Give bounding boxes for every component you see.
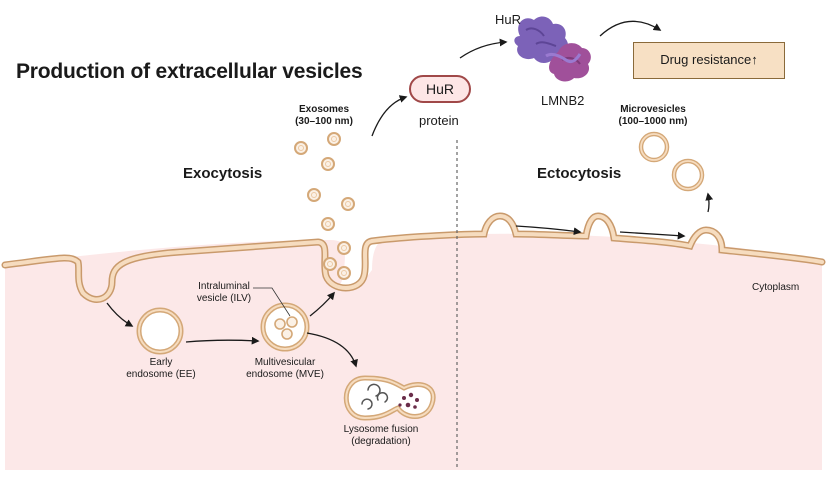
- exosome: [294, 141, 308, 155]
- lmnb2-label: LMNB2: [541, 93, 585, 108]
- mve-label: Multivesicular endosome (MVE): [242, 357, 328, 381]
- ilv-pointer: [253, 287, 291, 317]
- arrow-budding-2: [619, 231, 686, 240]
- process-arrows: [106, 20, 714, 368]
- exosome: [337, 266, 351, 280]
- lysosome-line1: Lysosome fusion: [343, 424, 419, 435]
- hur-lmnb2-complex: [514, 16, 591, 82]
- exosomes-name: Exosomes: [298, 104, 350, 115]
- arrow-microvesicle-release: [705, 192, 714, 213]
- early-endosome-label: Early endosome (EE): [124, 357, 198, 381]
- exosomes-label: Exosomes (30–100 nm): [286, 104, 362, 128]
- microvesicles-size: (100–1000 nm): [618, 116, 688, 127]
- drug-resistance-box: Drug resistance↑: [633, 42, 785, 79]
- exosome: [307, 188, 321, 202]
- ilv-line1: Intraluminal: [198, 281, 250, 292]
- arrow-to-mve: [185, 336, 260, 345]
- mve-line1: Multivesicular: [254, 357, 316, 368]
- exosome: [341, 197, 355, 211]
- exosome: [327, 132, 341, 146]
- early-endosome-line1: Early: [149, 357, 173, 368]
- multivesicular-endosome: [260, 302, 310, 352]
- arrow-budding-1: [515, 225, 582, 236]
- cytoplasm-label: Cytoplasm: [752, 282, 800, 293]
- lysosome-label: Lysosome fusion (degradation): [336, 424, 426, 448]
- arrow-to-drug-resistance: [599, 20, 662, 37]
- arrow-to-hur-complex: [459, 38, 508, 59]
- mve-line2: endosome (MVE): [246, 369, 324, 380]
- exosome: [337, 241, 351, 255]
- ilv-line2: vesicle (ILV): [196, 293, 252, 304]
- lysosome-line2: (degradation): [351, 436, 411, 447]
- early-endosome-line2: endosome (EE): [126, 369, 196, 380]
- exocytosis-label: Exocytosis: [183, 165, 263, 182]
- ilv-label: Intraluminal vesicle (ILV): [192, 281, 256, 305]
- cytoplasm-region: [5, 233, 822, 470]
- early-endosome: [136, 307, 184, 355]
- exosome: [323, 257, 337, 271]
- hur-top-label: HuR: [495, 12, 522, 27]
- protein-label: protein: [419, 113, 459, 128]
- microvesicles: [638, 131, 705, 192]
- microvesicles-name: Microvesicles: [620, 104, 686, 115]
- arrow-mve-to-lysosome: [306, 332, 358, 368]
- arrow-to-early-endosome: [106, 302, 134, 327]
- exosome-cluster: [294, 132, 355, 280]
- page-title: Production of extracellular vesicles: [16, 60, 363, 83]
- plasma-membrane: [1, 212, 826, 303]
- ectocytosis-label: Ectocytosis: [537, 165, 622, 182]
- arrow-mve-to-exosome: [309, 291, 335, 317]
- hur-protein-pill: HuR: [409, 75, 471, 103]
- arrow-to-hur-pill: [371, 95, 408, 137]
- exosome: [321, 217, 335, 231]
- microvesicles-label: Microvesicles (100–1000 nm): [610, 104, 696, 128]
- lysosome-fusion: [343, 375, 436, 421]
- exosomes-size: (30–100 nm): [295, 116, 353, 127]
- exosome: [321, 157, 335, 171]
